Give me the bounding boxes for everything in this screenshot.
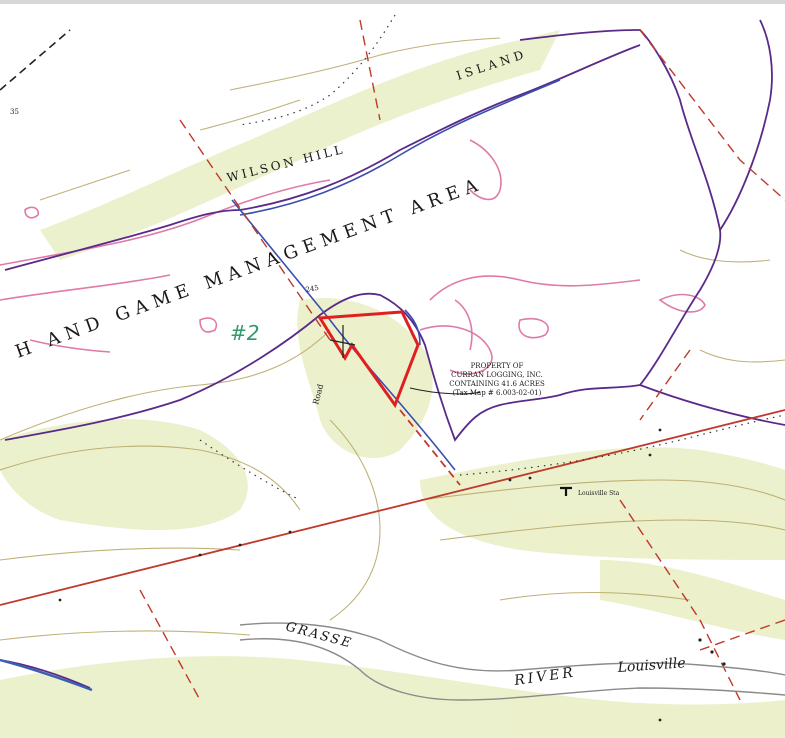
property-note-line-1: PROPERTY OF <box>471 362 524 370</box>
grasse-river <box>239 622 785 701</box>
label-elevation: 245 <box>305 284 320 294</box>
note-leader-line <box>409 387 481 395</box>
property-note-line-2: CURRAN LOGGING, INC. <box>451 371 543 379</box>
road-lines <box>0 19 785 701</box>
property-note-line-3: CONTAINING 41.6 ACRES <box>449 380 545 388</box>
top-border <box>0 0 785 4</box>
property-note: PROPERTY OF CURRAN LOGGING, INC. CONTAIN… <box>449 362 545 397</box>
label-parcel-number: #2 <box>230 321 259 345</box>
dotted-trails <box>199 14 785 501</box>
label-louisville: Louisville <box>616 655 686 676</box>
olive-contours <box>0 37 785 641</box>
label-river: RIVER <box>512 664 577 689</box>
blue-lines <box>0 79 561 692</box>
parcel-boundary <box>317 310 420 409</box>
label-corner-number: 35 <box>10 108 19 116</box>
property-note-line-4: (Tax Map # 6.003-02-01) <box>453 389 542 397</box>
survey-marker-icon <box>560 486 572 496</box>
label-station: Louisville Sta <box>578 490 620 497</box>
structure-dots <box>58 428 726 722</box>
